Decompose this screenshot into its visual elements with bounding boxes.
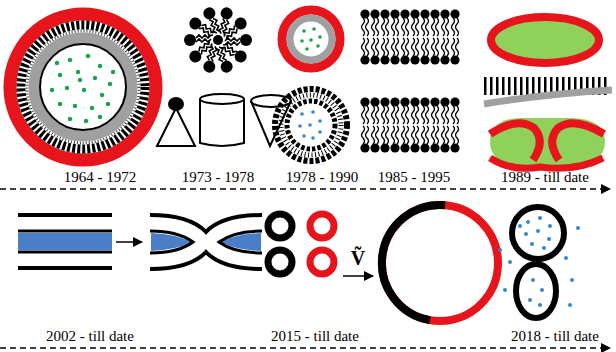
micelle [184,6,252,74]
period-label: 1973 - 1978 [182,169,255,186]
liposome [275,89,347,161]
budding-vesicle [498,207,580,318]
packing-shapes [157,94,291,146]
layered-vesicle [10,14,156,160]
membrane-fusion [18,215,262,269]
timeline-arrow [0,188,610,190]
timeline-arrow [0,347,610,349]
lipid-bilayer [360,8,460,66]
period-label: 2018 - till date [511,328,599,345]
period-label: 1985 - 1995 [378,169,451,186]
period-label: 2002 - till date [46,328,134,345]
coated-vesicle [282,10,340,68]
lipid-bilayer [360,96,460,154]
period-label: 1978 - 1990 [286,169,359,186]
period-label: 1964 - 1972 [64,169,137,186]
supported-membrane [484,17,612,168]
period-label: 2015 - till date [271,328,359,345]
period-label: 1989 - till date [501,169,589,186]
vesicle-merging [268,205,498,321]
velocity-symbol: Ṽ [351,247,365,269]
